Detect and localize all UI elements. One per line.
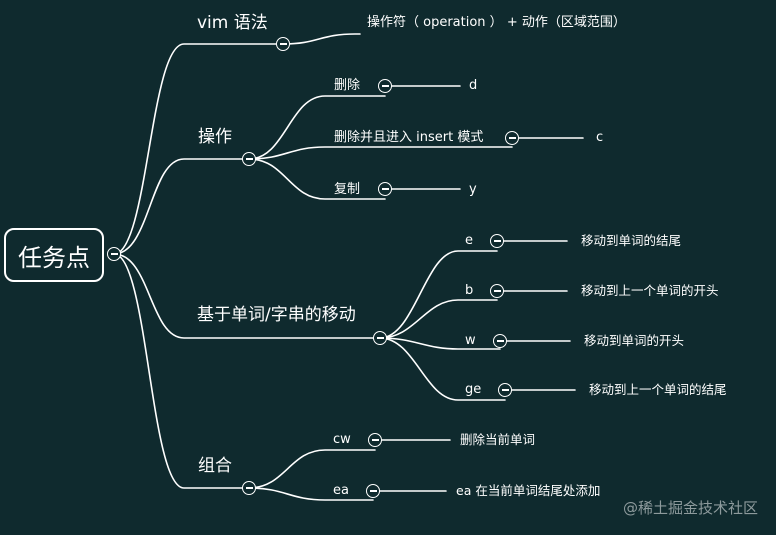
link-combo-ea [248,487,374,501]
link-vim-child [282,33,361,45]
link-root-move [113,253,381,339]
node-motion-e[interactable]: e [465,233,473,248]
collapse-ge-icon[interactable] [498,383,512,397]
node-word-motion[interactable]: 基于单词/字串的移动 [197,305,356,325]
collapse-cw-icon[interactable] [368,433,382,447]
node-motion-ge[interactable]: ge [465,382,482,397]
link-root-vim [113,43,284,255]
node-op-copy-key[interactable]: y [469,182,477,197]
node-vim-syntax[interactable]: vim 语法 [197,13,268,33]
node-op-change[interactable]: 删除并且进入 insert 模式 [334,130,484,145]
collapse-e-icon[interactable] [490,234,504,248]
link-root-combo [113,253,250,489]
link-ops-change [248,146,513,160]
node-operations[interactable]: 操作 [198,127,232,147]
collapse-operations-icon[interactable] [242,152,256,166]
node-op-copy[interactable]: 复制 [334,182,361,197]
collapse-root-icon[interactable] [107,247,121,261]
collapse-w-icon[interactable] [493,334,507,348]
node-op-change-key[interactable]: c [596,130,604,145]
link-root-ops [113,158,250,255]
link-move-w [379,337,501,350]
node-combo-cw[interactable]: cw [333,432,351,447]
root-node-label: 任务点 [18,243,90,272]
link-ops-delete [248,95,386,160]
collapse-change-icon[interactable] [505,131,519,145]
node-op-delete[interactable]: 删除 [334,78,361,93]
watermark: @稀土掘金技术社区 [622,499,758,517]
link-move-e [379,250,498,339]
collapse-combination-icon[interactable] [242,481,256,495]
collapse-motion-icon[interactable] [373,331,387,345]
node-motion-e-desc[interactable]: 移动到单词的结尾 [581,233,682,248]
node-motion-w[interactable]: w [465,333,476,348]
node-motion-ge-desc[interactable]: 移动到上一个单词的结尾 [589,382,727,397]
link-move-ge [379,337,506,401]
link-move-b [379,299,498,339]
node-combination[interactable]: 组合 [198,456,232,476]
link-combo-cw [248,449,376,489]
collapse-delete-icon[interactable] [378,79,392,93]
collapse-vim-icon[interactable] [276,37,290,51]
node-combo-ea[interactable]: ea [333,483,349,498]
link-ops-copy [248,158,386,200]
node-motion-w-desc[interactable]: 移动到单词的开头 [584,333,685,348]
root-node[interactable]: 任务点 [4,228,104,282]
node-combo-cw-desc[interactable]: 删除当前单词 [460,432,536,447]
node-op-delete-key[interactable]: d [469,78,478,93]
collapse-copy-icon[interactable] [378,182,392,196]
node-motion-b[interactable]: b [465,283,474,298]
collapse-ea-icon[interactable] [366,484,380,498]
node-operator-motion[interactable]: 操作符（ operation ） + 动作（区域范围） [367,15,626,30]
node-combo-ea-desc[interactable]: ea 在当前单词结尾处添加 [456,483,601,498]
node-motion-b-desc[interactable]: 移动到上一个单词的开头 [581,283,719,298]
collapse-b-icon[interactable] [490,284,504,298]
